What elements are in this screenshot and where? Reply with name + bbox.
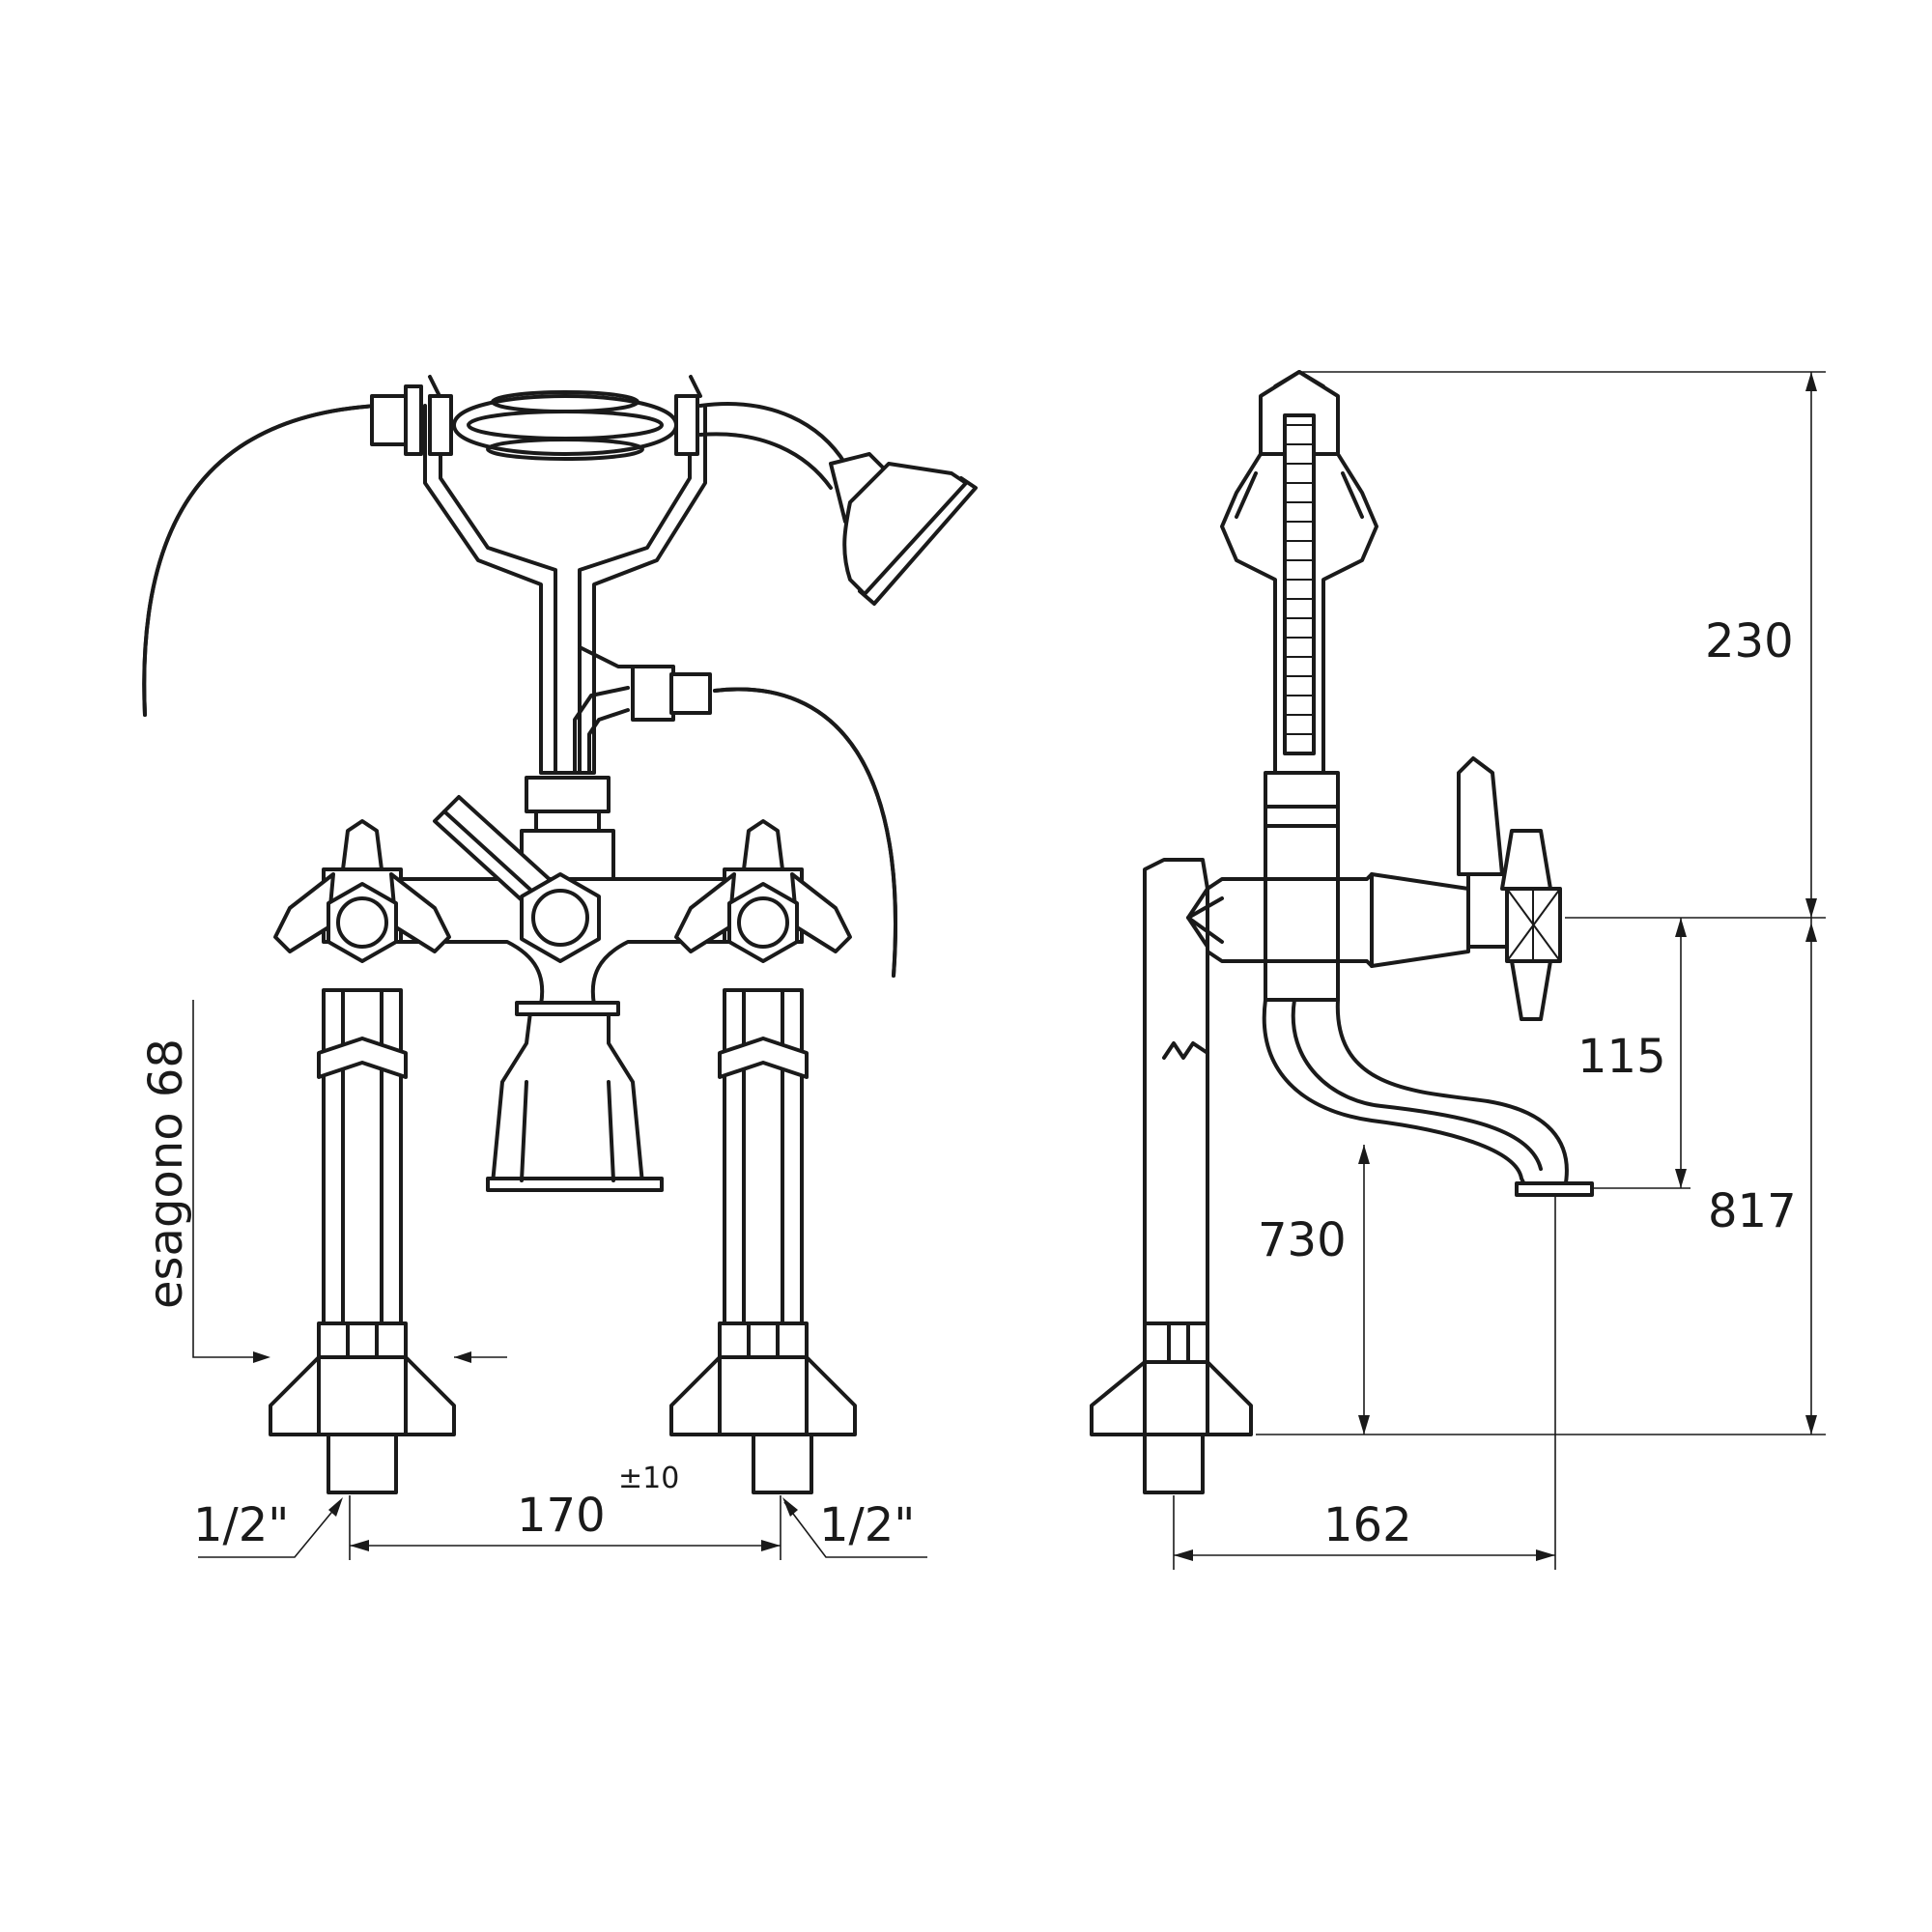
front-view: esagono 68 170 ±10 1/2" 1/2" [139,375,978,1560]
hand-shower-body [452,390,678,461]
thread-left-label: 1/2" [193,1498,289,1552]
spout-drop-label: 115 [1577,1030,1666,1084]
lower-shower-hose [573,665,898,978]
side-handset [1220,370,1378,828]
right-tap [669,819,857,1494]
side-view: 230 817 115 730 162 [1090,370,1826,1570]
side-dimensions: 230 817 115 730 162 [1173,371,1826,1570]
handset-height-label: 230 [1705,614,1794,668]
shower-head [842,462,978,606]
side-body [1186,824,1470,1002]
central-column [486,776,664,1192]
left-tap [269,819,456,1494]
spout-height-label: 730 [1258,1213,1347,1267]
left-shower-hose [142,384,423,717]
hexagon-label: esagono 68 [139,1038,193,1309]
front-dimensions: esagono 68 170 ±10 1/2" 1/2" [139,1000,927,1560]
central-knob [520,872,601,963]
handset-cradle [423,375,707,775]
total-height-label: 817 [1708,1184,1797,1238]
centres-tolerance: ±10 [618,1462,679,1495]
centres-label: 170 [517,1489,606,1543]
side-tap-handle [1457,756,1562,1021]
side-spout [1262,998,1594,1197]
spout-reach-label: 162 [1323,1498,1412,1552]
thread-right-label: 1/2" [819,1498,915,1552]
